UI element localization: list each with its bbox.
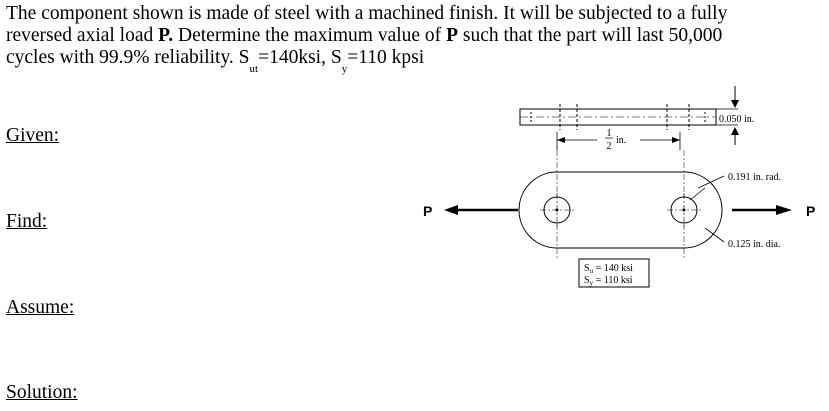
radius-label: 0.191 in. rad. [728,172,781,183]
subscript: y [341,63,348,75]
right-arrow-icon [776,205,792,215]
problem-text: =110 kpsi [347,47,425,68]
problem-line-3: cycles with 99.9% reliability. Sut=140ks… [6,47,796,75]
solution-heading: Solution: [6,382,78,403]
problem-text: =140ksi, S [258,47,342,68]
assume-heading: Assume: [6,297,75,318]
material-box [578,258,650,288]
width-den: 2 [607,141,612,152]
given-heading: Given: [6,125,60,146]
sy-label: Sy = 110 ksi [584,275,633,287]
width-unit: in. [616,135,626,146]
load-symbol: P [446,25,458,46]
problem-text: reversed axial load [6,25,159,46]
problem-text: such that the part will last 50,000 [457,25,723,46]
thickness-label: 0.050 in. [719,114,754,125]
hole-dia-label: 0.125 in. dia. [728,239,781,250]
load-symbol: P. [158,25,174,46]
left-arrow-icon [444,205,458,215]
subscript: ut [249,63,259,75]
problem-text: cycles with 99.9% reliability. S [6,47,250,68]
problem-text: Determine the maximum value of [173,25,447,46]
find-heading: Find: [6,211,48,232]
load-left-label: P [423,203,432,219]
problem-statement: The component shown is made of steel wit… [6,3,796,75]
problem-line-2: reversed axial load P. Determine the max… [6,25,796,47]
problem-line-1: The component shown is made of steel wit… [6,3,728,24]
width-num: 1 [607,128,612,139]
load-right-label: P [806,203,815,219]
su-label: Su = 140 ksi [584,263,633,275]
